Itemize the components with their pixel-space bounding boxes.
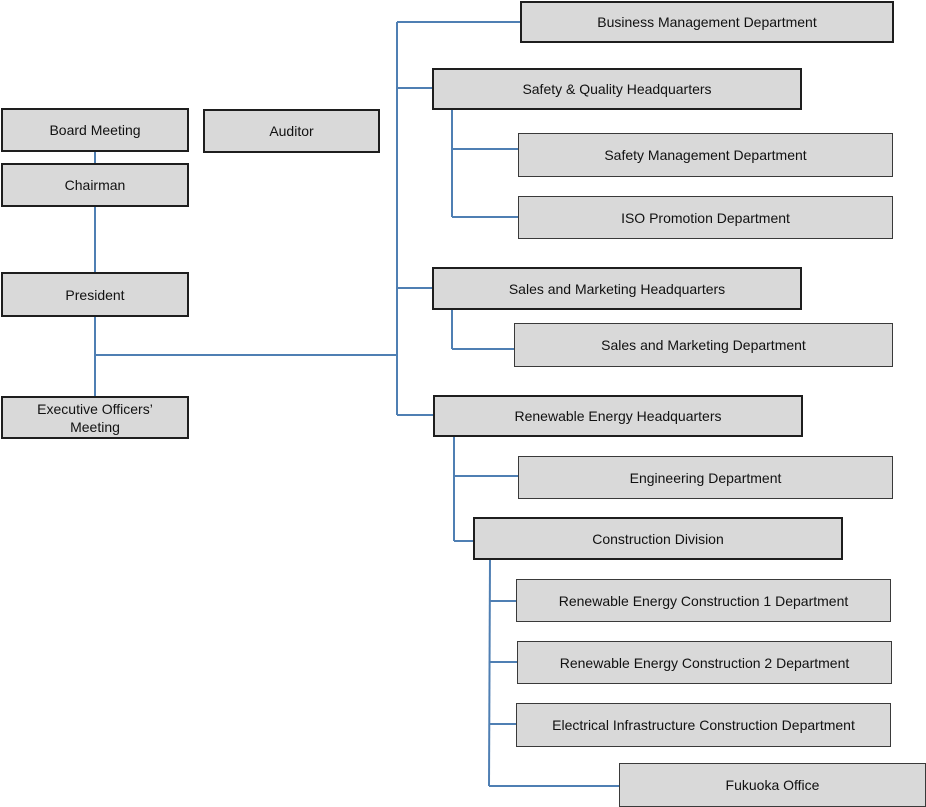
chairman-label: Chairman [64, 177, 126, 193]
chairman-box: Chairman [1, 163, 189, 207]
engineering-department-box: Engineering Department [518, 456, 893, 499]
safety-quality-headquarters-label: Safety & Quality Headquarters [522, 81, 712, 97]
executive-officers-meeting-box: Executive Officers’ Meeting [1, 396, 189, 439]
iso-promotion-department-label: ISO Promotion Department [621, 209, 790, 226]
sales-marketing-headquarters-label: Sales and Marketing Headquarters [508, 280, 726, 297]
renewable-energy-headquarters-label: Renewable Energy Headquarters [514, 408, 722, 424]
electrical-infrastructure-construction-department-label: Electrical Infrastructure Construction D… [552, 717, 855, 733]
renewable-energy-construction-1-department-box: Renewable Energy Construction 1 Departme… [516, 579, 891, 622]
safety-quality-headquarters-box: Safety & Quality Headquarters [432, 68, 802, 110]
electrical-infrastructure-construction-department-box: Electrical Infrastructure Construction D… [516, 703, 891, 747]
business-management-department-label: Business Management Department [597, 14, 817, 30]
auditor-box: Auditor [203, 109, 380, 153]
fukuoka-office-box: Fukuoka Office [619, 763, 926, 807]
construction-division-label: Construction Division [592, 530, 724, 547]
sales-marketing-department-label: Sales and Marketing Department [601, 337, 806, 353]
auditor-label: Auditor [269, 123, 314, 139]
sales-marketing-department-box: Sales and Marketing Department [514, 323, 893, 367]
iso-promotion-department-box: ISO Promotion Department [518, 196, 893, 239]
renewable-energy-construction-1-department-label: Renewable Energy Construction 1 Departme… [558, 592, 849, 609]
engineering-department-label: Engineering Department [629, 469, 782, 486]
president-box: President [1, 272, 189, 317]
renewable-energy-headquarters-box: Renewable Energy Headquarters [433, 395, 803, 437]
construction-division-box: Construction Division [473, 517, 843, 560]
renewable-energy-construction-2-department-box: Renewable Energy Construction 2 Departme… [517, 641, 892, 684]
connector-construction-trunk [488, 558, 491, 787]
business-management-department-box: Business Management Department [520, 1, 894, 43]
safety-management-department-box: Safety Management Department [518, 133, 893, 177]
renewable-energy-construction-2-department-label: Renewable Energy Construction 2 Departme… [559, 654, 850, 671]
president-label: President [65, 286, 125, 303]
sales-marketing-headquarters-box: Sales and Marketing Headquarters [432, 267, 802, 310]
board-meeting-box: Board Meeting [1, 108, 189, 152]
fukuoka-office-label: Fukuoka Office [725, 777, 820, 793]
executive-officers-meeting-label: Executive Officers’ Meeting [37, 400, 153, 435]
safety-management-department-label: Safety Management Department [604, 147, 807, 163]
board-meeting-label: Board Meeting [49, 122, 141, 138]
